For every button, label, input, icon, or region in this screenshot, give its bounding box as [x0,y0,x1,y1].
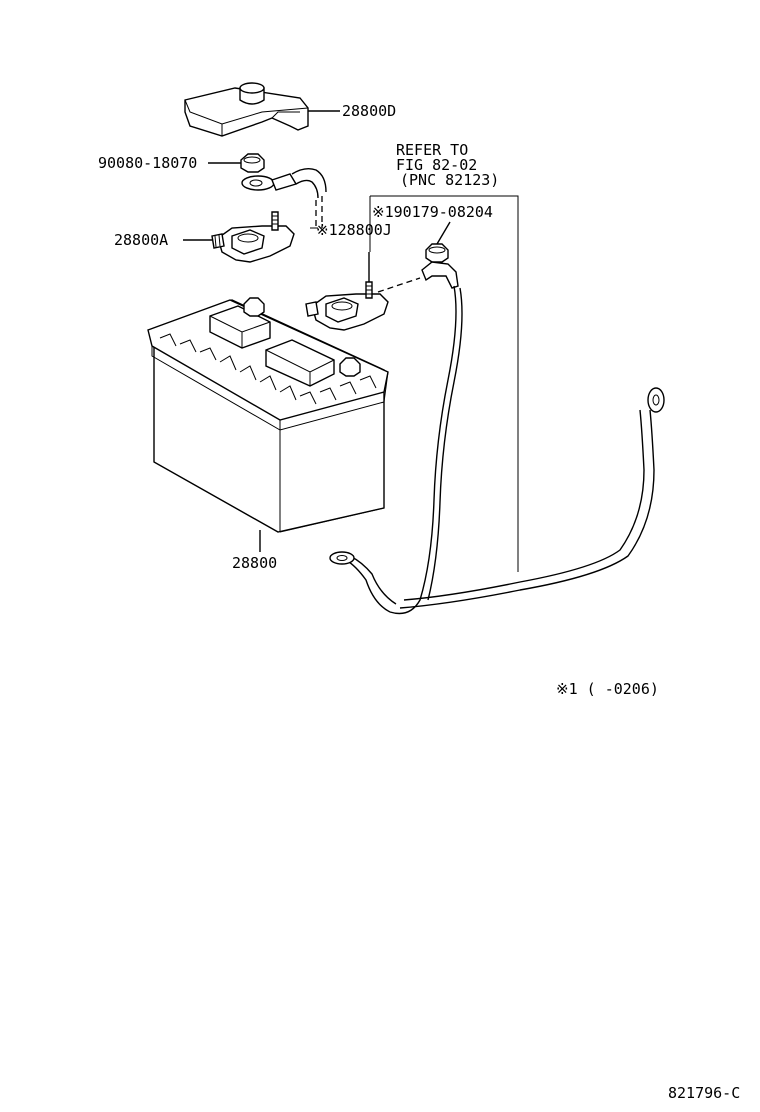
cover-part-label: 28800D [342,102,397,120]
nut-drawing [208,153,265,173]
reference-bracket [369,195,519,572]
battery-part-label: 28800 [232,554,278,572]
terminal-wire-part-label: ※128800J [316,221,392,239]
clamp-drawing [183,211,295,263]
nut-part-label: 90080-18070 [98,154,198,172]
battery-drawing [147,297,389,552]
cable-nut-drawing [425,221,451,263]
clamp-part-label: 28800A [114,231,169,249]
positive-wire-drawing [241,167,327,229]
ground-cable-drawing [329,261,665,615]
refer-line1-label: REFER TO [396,141,469,159]
figure-code-label: 821796-C [668,1084,741,1102]
refer-line2-label: FIG 82-02 [396,156,478,174]
negative-clamp-drawing [305,252,421,331]
cable-part-label: ※190179-08204 [372,203,493,221]
refer-line3-label: (PNC 82123) [400,171,500,189]
footnote-label: ※1 ( -0206) [556,680,659,698]
terminal-cover-drawing [184,82,340,137]
